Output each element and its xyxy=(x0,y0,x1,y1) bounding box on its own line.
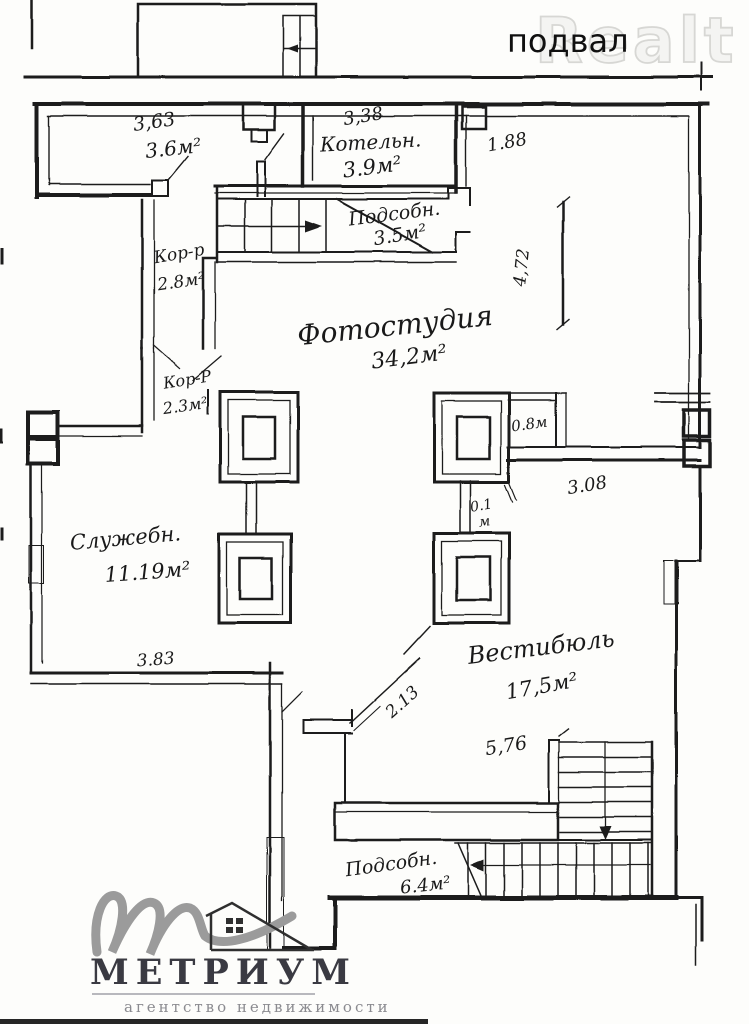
area-label: 34,2м² xyxy=(370,341,449,375)
door-swing xyxy=(281,691,303,713)
wall-notch xyxy=(460,105,488,131)
diagonal-dim-line2 xyxy=(353,705,381,731)
stairs-right-left-wall xyxy=(548,739,560,804)
door-swing xyxy=(167,155,189,181)
room-label: Котельн. xyxy=(318,127,422,156)
stairs-bottom-arrow-icon xyxy=(470,859,484,871)
stub-08-tie xyxy=(507,392,567,401)
entry-stair-arrow-icon xyxy=(287,44,298,52)
dim-label: 3.08 xyxy=(566,472,609,499)
right-tie-wall xyxy=(654,392,711,403)
room-label: Вестибюль xyxy=(465,624,616,670)
room-label: Кор-р xyxy=(151,240,206,269)
gap-ticks xyxy=(504,482,517,503)
room-label: Служебн. xyxy=(69,521,182,555)
bottom-right-step xyxy=(674,896,704,942)
area-label: 6.4м² xyxy=(399,872,452,898)
wall-fill xyxy=(663,559,679,605)
entry-structure xyxy=(136,2,318,79)
logo-m-icon xyxy=(91,891,297,957)
stairs-bottom-cutline xyxy=(457,842,483,899)
column-d xyxy=(432,531,511,625)
dim-label: 3.83 xyxy=(136,649,175,672)
area-label: 17,5м² xyxy=(504,668,580,704)
scan-artifacts xyxy=(0,248,4,541)
area-label: 3.9м² xyxy=(341,152,403,183)
pier-right-top xyxy=(682,408,712,438)
bottom-left-step xyxy=(282,896,337,950)
plan-labels: 3,63 3.6м² 3,38 Котельн. 3.9м² 1.88 Подс… xyxy=(69,103,616,899)
pier-right-bottom xyxy=(682,438,712,468)
vent-shaft xyxy=(241,102,277,132)
t-wall xyxy=(302,709,353,734)
scan-edge-artifact xyxy=(0,1019,428,1024)
pier-left-bottom xyxy=(26,437,60,466)
door-swing xyxy=(402,624,432,656)
stairs-top-cutline xyxy=(335,197,434,254)
dim-ticks xyxy=(556,196,570,331)
dim-label: 3,38 xyxy=(342,103,385,130)
column-b xyxy=(432,391,511,484)
entry-stair xyxy=(282,15,317,78)
stairs-bottom-treads xyxy=(467,842,649,899)
stairs-top-right-jog xyxy=(447,187,471,253)
dim-label: 5,76 xyxy=(483,732,528,760)
column-connectors xyxy=(245,480,471,535)
room-label: Кор-Р xyxy=(161,366,213,393)
area-label: 2.8м² xyxy=(155,269,206,296)
column-a xyxy=(218,390,300,484)
wall-fill xyxy=(28,544,45,584)
dim-unit-label: м xyxy=(478,513,492,530)
logo-house-window-icon xyxy=(226,918,243,933)
pier-left-top xyxy=(26,410,60,439)
logo-tagline-text: агентство недвижимости xyxy=(124,998,391,1016)
floor-title: подвал xyxy=(507,22,629,60)
dim-label: 0.8м xyxy=(510,413,548,436)
area-label: 3.6м² xyxy=(144,133,203,163)
stairs-top-box xyxy=(216,198,457,253)
dim-label: 4,72 xyxy=(510,248,534,289)
wall-stub xyxy=(256,161,266,197)
landing-platform xyxy=(333,801,560,842)
stairs-top-arrow-icon xyxy=(305,220,322,232)
metrium-logo: МЕТРИУМ агентство недвижимости xyxy=(90,891,391,1016)
room-label: Фотостудия xyxy=(296,299,495,352)
area-label: 2.3м² xyxy=(161,393,209,418)
door-swing xyxy=(264,133,285,161)
door-swing xyxy=(153,344,181,369)
dim-label: 1.88 xyxy=(485,129,528,157)
dim-label: 0.1 xyxy=(469,496,494,516)
plan-walls xyxy=(0,0,714,966)
corridor1-right-wall xyxy=(201,256,217,350)
watermark-text: Realt xyxy=(535,4,738,77)
diagonal-dim-line xyxy=(348,656,422,725)
dim-label: 3,63 xyxy=(132,108,177,136)
logo-house-icon xyxy=(205,901,314,952)
area-label: 11.19м² xyxy=(104,557,191,587)
door-jamb xyxy=(151,179,169,197)
dim-tick xyxy=(558,728,569,737)
stairs-right-arrow-icon xyxy=(599,826,611,840)
vent-shaft-small xyxy=(250,129,268,143)
logo-brand-text: МЕТРИУМ xyxy=(90,952,357,993)
door-swing xyxy=(192,355,222,381)
column-c xyxy=(217,532,293,625)
